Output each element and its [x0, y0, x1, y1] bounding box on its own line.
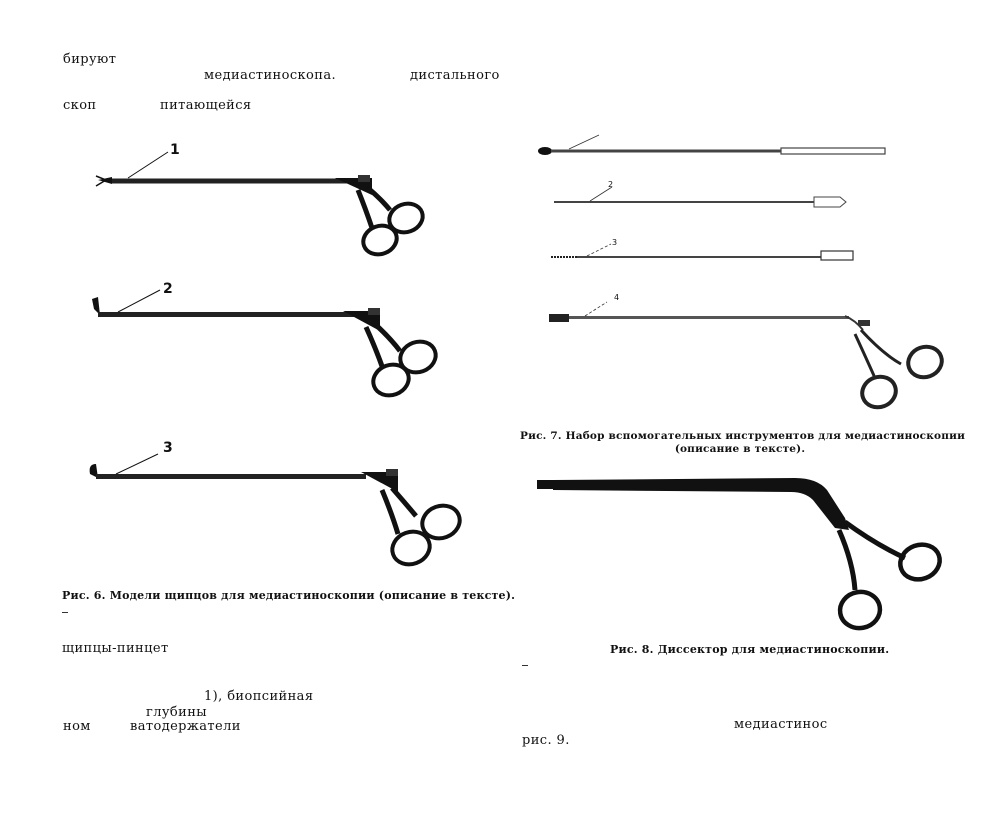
- figure-label: 3: [163, 440, 173, 456]
- instrument-1-illustration: [538, 134, 886, 155]
- text-fragment: ном: [63, 719, 91, 734]
- figure-label: 2: [163, 281, 173, 297]
- text-fragment: медиастинос: [734, 717, 828, 732]
- text-fragment: питающейся: [160, 98, 252, 113]
- forceps-1-illustration: [95, 151, 425, 257]
- divider: [522, 665, 528, 666]
- instrument-3-illustration: [551, 243, 854, 261]
- text-fragment: щипцы-пинцет: [62, 641, 169, 656]
- instrument-4-illustration: [549, 301, 944, 410]
- figure-caption: Рис. 6. Модели щипцов для медиастиноскоп…: [62, 589, 516, 602]
- figure-caption: Рис. 8. Диссектор для медиастиноскопии.: [610, 643, 890, 656]
- figure-caption-line: (описание в тексте).: [674, 443, 806, 455]
- figure-label: 3: [612, 238, 618, 247]
- text-fragment: медиастиноскопа.: [204, 68, 337, 83]
- text-fragment: рис. 9.: [522, 733, 570, 748]
- figure-label: 1: [170, 142, 180, 158]
- figure-label: 2: [608, 180, 614, 189]
- dissector-illustration: [537, 478, 942, 631]
- forceps-2-illustration: [92, 289, 438, 398]
- figure-caption-line: Рис. 7. Набор вспомогательных инструмент…: [520, 430, 966, 442]
- text-fragment: дистального: [410, 68, 500, 83]
- divider: [62, 612, 68, 613]
- figure-label: 4: [614, 293, 620, 302]
- forceps-3-illustration: [89, 453, 462, 567]
- text-fragment: 1), биопсийная: [204, 689, 314, 704]
- instrument-2-illustration: [554, 186, 847, 208]
- text-fragment: бируют: [63, 52, 117, 67]
- figure-caption: Рис. 7. Набор вспомогательных инструмент…: [520, 430, 966, 456]
- text-fragment: ватодержатели: [130, 719, 241, 734]
- text-fragment: глубины: [146, 705, 208, 720]
- text-fragment: скоп: [63, 98, 97, 113]
